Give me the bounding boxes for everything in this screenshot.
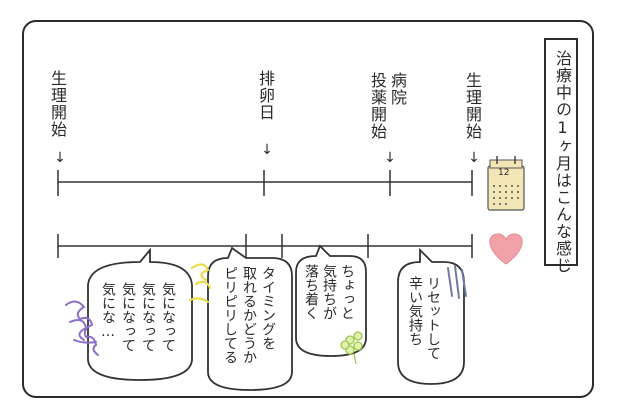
bubble-2-line-1: タイミングを <box>259 266 276 350</box>
calendar-icon <box>488 156 524 210</box>
bubble-1-line-1: 気になって <box>159 282 176 352</box>
calendar-day: 12 <box>498 168 509 178</box>
bubble-3-line-3: 落ち着く <box>302 264 319 320</box>
bubble-3-line-1: ちょっと <box>338 264 355 320</box>
bubble-4-line-1: リセットして <box>424 276 441 360</box>
bubble-3-line-2: 気持ちが <box>320 264 337 320</box>
bubble-2-line-3: ピリピリしてる <box>221 266 238 364</box>
bubble-2-line-2: 取れるかどうか <box>240 266 257 364</box>
heart-icon <box>490 234 522 264</box>
bubble-1-line-2: 気になって <box>139 282 156 352</box>
bubble-4-line-2: 辛い気持ち <box>406 276 423 346</box>
bubble-1-line-3: 気になって <box>119 282 136 352</box>
yellow-scribble <box>190 264 210 302</box>
bubble-1-line-4: 気にな… <box>99 282 116 340</box>
